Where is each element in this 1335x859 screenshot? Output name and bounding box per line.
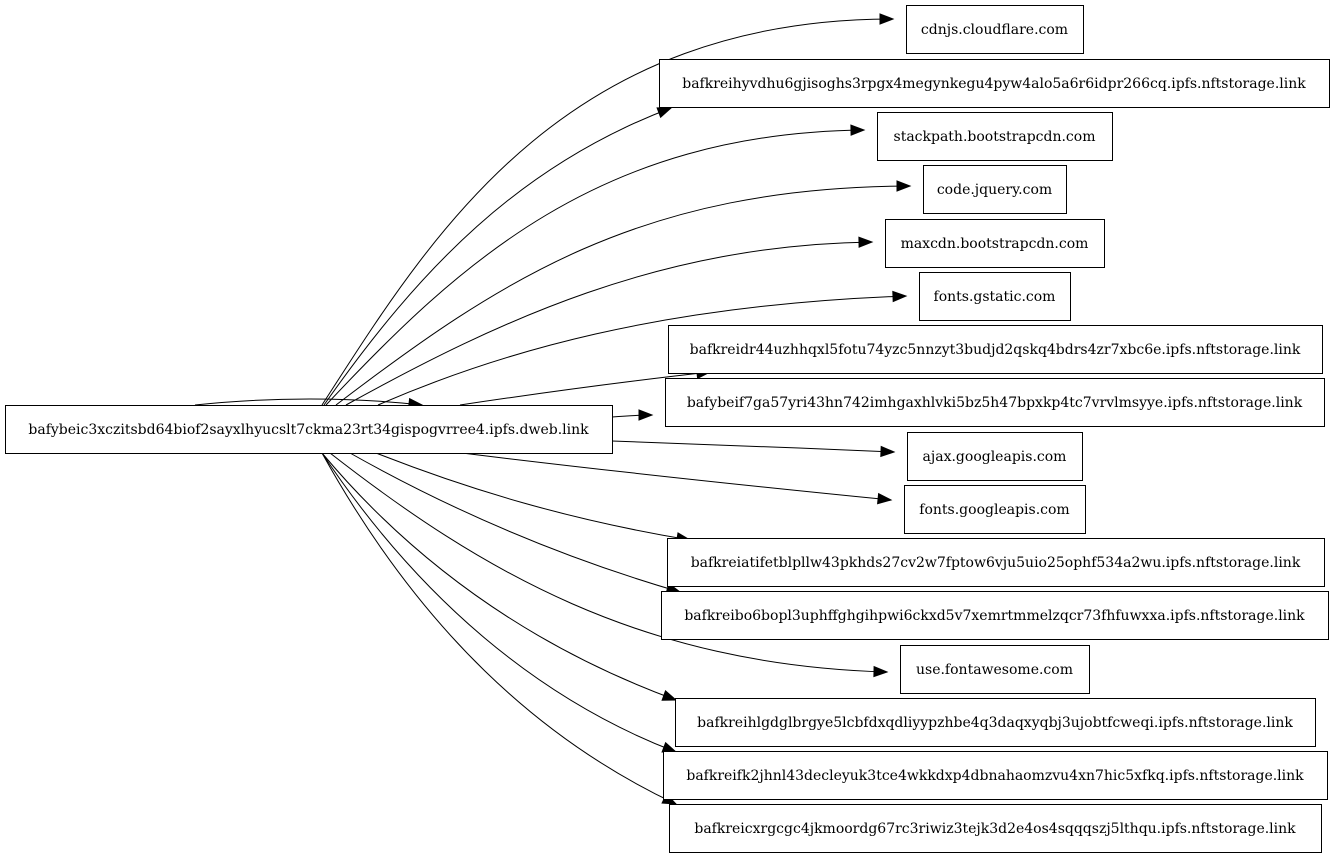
node-label: ajax.googleapis.com (923, 449, 1067, 465)
edge-src-to-t4 (345, 236, 874, 406)
arrowhead-icon (661, 741, 678, 753)
node-target-13: bafkreihlgdglbrgye5lcbfdxqdliyypzhbe4q3d… (675, 698, 1316, 747)
node-label: bafkreidr44uzhhqxl5fotu74yzc5nnzyt3budjd… (690, 342, 1301, 358)
edge-line (321, 452, 677, 701)
arrowhead-icon (656, 107, 673, 119)
arrowhead-icon (661, 689, 678, 701)
edge-src-to-t7 (611, 409, 654, 421)
edge-src-to-t14 (321, 452, 678, 753)
node-target-12: use.fontawesome.com (900, 645, 1090, 694)
node-label: bafkreiatifetblpllw43pkhds27cv2w7fptow6v… (691, 555, 1301, 571)
edge-line (377, 295, 907, 406)
node-box (885, 219, 1105, 268)
node-target-10: bafkreiatifetblpllw43pkhds27cv2w7fptow6v… (667, 538, 1325, 587)
node-label: fonts.gstatic.com (934, 289, 1056, 305)
node-box (675, 698, 1316, 747)
node-label: cdnjs.cloudflare.com (921, 22, 1068, 38)
node-label: stackpath.bootstrapcdn.com (894, 129, 1096, 145)
node-label: fonts.googleapis.com (919, 502, 1069, 518)
arrowhead-icon (873, 665, 889, 678)
node-box (663, 751, 1328, 800)
node-box (669, 804, 1322, 853)
node-label: code.jquery.com (937, 182, 1052, 198)
node-target-4: maxcdn.bootstrapcdn.com (885, 219, 1105, 268)
node-box (900, 645, 1090, 694)
edge-src-to-t2 (325, 124, 866, 406)
node-box (668, 325, 1323, 374)
edge-line (321, 18, 894, 406)
node-label: bafybeic3xczitsbd64biof2sayxlhyucslt7ckm… (28, 422, 589, 438)
edge-line (611, 440, 895, 453)
arrowhead-icon (880, 445, 896, 458)
node-label: bafkreibo6bopl3uphffghgihpwi6ckxd5v7xemr… (684, 608, 1305, 624)
node-label: bafkreicxrgcgc4jkmoordg67rc3riwiz3tejk3d… (694, 821, 1296, 837)
edge-line (321, 452, 677, 805)
edge-line (325, 129, 865, 406)
edge-line (345, 241, 873, 406)
node-target-9: fonts.googleapis.com (904, 485, 1086, 534)
node-label: bafkreifk2jhnl43decleyuk3tce4wkkdxp4dbna… (686, 768, 1304, 784)
node-target-5: fonts.gstatic.com (919, 272, 1071, 321)
nodes-layer: bafybeic3xczitsbd64biof2sayxlhyucslt7ckm… (5, 5, 1330, 853)
edge-line (375, 452, 691, 541)
arrowhead-icon (858, 236, 874, 248)
node-target-1: bafkreihyvdhu6gjisoghs3rpgx4megynkegu4py… (659, 59, 1330, 108)
node-label: bafybeif7ga57yri43hn742imhgaxhlvki5bz5h4… (687, 395, 1303, 411)
node-box (923, 165, 1067, 214)
edge-line (461, 452, 892, 501)
node-box (919, 272, 1071, 321)
node-label: use.fontawesome.com (916, 662, 1073, 678)
node-target-14: bafkreifk2jhnl43decleyuk3tce4wkkdxp4dbna… (663, 751, 1328, 800)
edge-src-to-t3 (335, 180, 912, 406)
arrowhead-icon (850, 124, 866, 136)
node-box (667, 538, 1325, 587)
edge-src-to-t11 (349, 452, 682, 594)
edge-src-to-t0 (321, 13, 895, 406)
edge-src-to-t12 (329, 452, 889, 678)
edge-src-to-t8 (611, 440, 896, 458)
edge-line (321, 452, 677, 753)
edge-src-to-t1 (323, 107, 673, 406)
edge-line (349, 452, 681, 593)
edge-src-to-t15 (321, 452, 678, 805)
edge-src-to-t5 (377, 290, 908, 406)
node-box (877, 112, 1113, 161)
edge-line (194, 398, 423, 406)
node-box (906, 5, 1084, 54)
edge-src-to-t10 (375, 452, 692, 544)
edge-src-to-t13 (321, 452, 678, 701)
node-target-15: bafkreicxrgcgc4jkmoordg67rc3riwiz3tejk3d… (669, 804, 1322, 853)
arrowhead-icon (896, 180, 912, 192)
edge-src-to-t9 (461, 452, 893, 505)
edge-line (459, 371, 711, 406)
node-label: bafkreihlgdglbrgye5lcbfdxqdliyypzhbe4q3d… (697, 715, 1293, 731)
node-box (661, 591, 1329, 640)
arrowhead-icon (877, 492, 893, 505)
node-box (665, 378, 1325, 427)
node-target-2: stackpath.bootstrapcdn.com (877, 112, 1113, 161)
edge-line (323, 107, 672, 406)
node-label: maxcdn.bootstrapcdn.com (901, 236, 1089, 252)
edge-line (329, 452, 888, 673)
edge-line (335, 185, 911, 406)
node-box (904, 485, 1086, 534)
node-target-11: bafkreibo6bopl3uphffghgihpwi6ckxd5v7xemr… (661, 591, 1329, 640)
node-source: bafybeic3xczitsbd64biof2sayxlhyucslt7ckm… (5, 405, 613, 454)
arrowhead-icon (892, 290, 908, 303)
node-target-7: bafybeif7ga57yri43hn742imhgaxhlvki5bz5h4… (665, 378, 1325, 427)
node-target-0: cdnjs.cloudflare.com (906, 5, 1084, 54)
node-label: bafkreihyvdhu6gjisoghs3rpgx4megynkegu4py… (682, 76, 1306, 92)
arrowhead-icon (879, 13, 895, 25)
node-target-8: ajax.googleapis.com (907, 432, 1083, 481)
node-target-3: code.jquery.com (923, 165, 1067, 214)
node-box (659, 59, 1330, 108)
node-target-6: bafkreidr44uzhhqxl5fotu74yzc5nnzyt3budjd… (668, 325, 1323, 374)
node-box (5, 405, 613, 454)
arrowhead-icon (638, 409, 654, 421)
node-box (907, 432, 1083, 481)
